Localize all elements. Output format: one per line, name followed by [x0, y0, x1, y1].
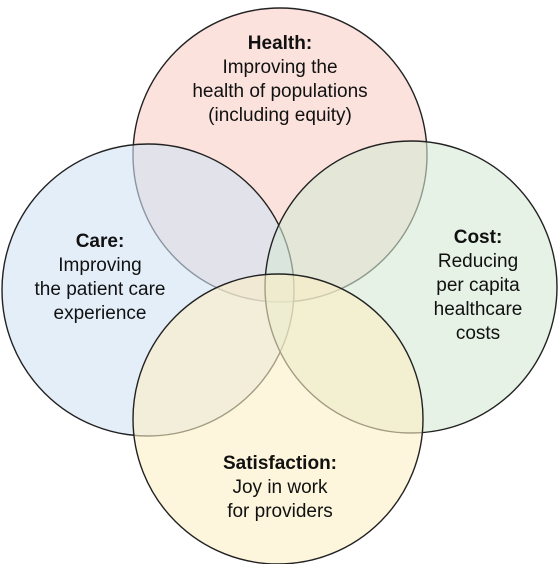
care-line-2: the patient care — [34, 279, 166, 300]
circle-satisfaction — [132, 273, 424, 564]
care-title: Care: — [75, 231, 125, 252]
cost-line-2: per capita — [436, 275, 520, 296]
satisfaction-title: Satisfaction: — [222, 453, 338, 474]
health-line-1: Improving the — [222, 57, 338, 78]
care-label: Care: Improving the patient care experie… — [8, 230, 192, 326]
health-label: Health: Improving the health of populati… — [160, 32, 400, 128]
cost-line-3: healthcare — [433, 299, 523, 320]
health-line-2: health of populations — [192, 81, 368, 102]
satisfaction-line-2: for providers — [227, 501, 333, 522]
care-line-3: experience — [53, 303, 147, 324]
health-line-3: (including equity) — [208, 105, 352, 126]
health-title: Health: — [247, 33, 313, 54]
satisfaction-line-1: Joy in work — [232, 477, 328, 498]
care-line-1: Improving — [58, 255, 142, 276]
satisfaction-label: Satisfaction: Joy in work for providers — [165, 452, 395, 524]
cost-title: Cost: — [453, 227, 503, 248]
cost-line-4: costs — [455, 323, 501, 344]
cost-line-1: Reducing — [437, 251, 519, 272]
cost-label: Cost: Reducing per capita healthcare cos… — [398, 226, 558, 346]
